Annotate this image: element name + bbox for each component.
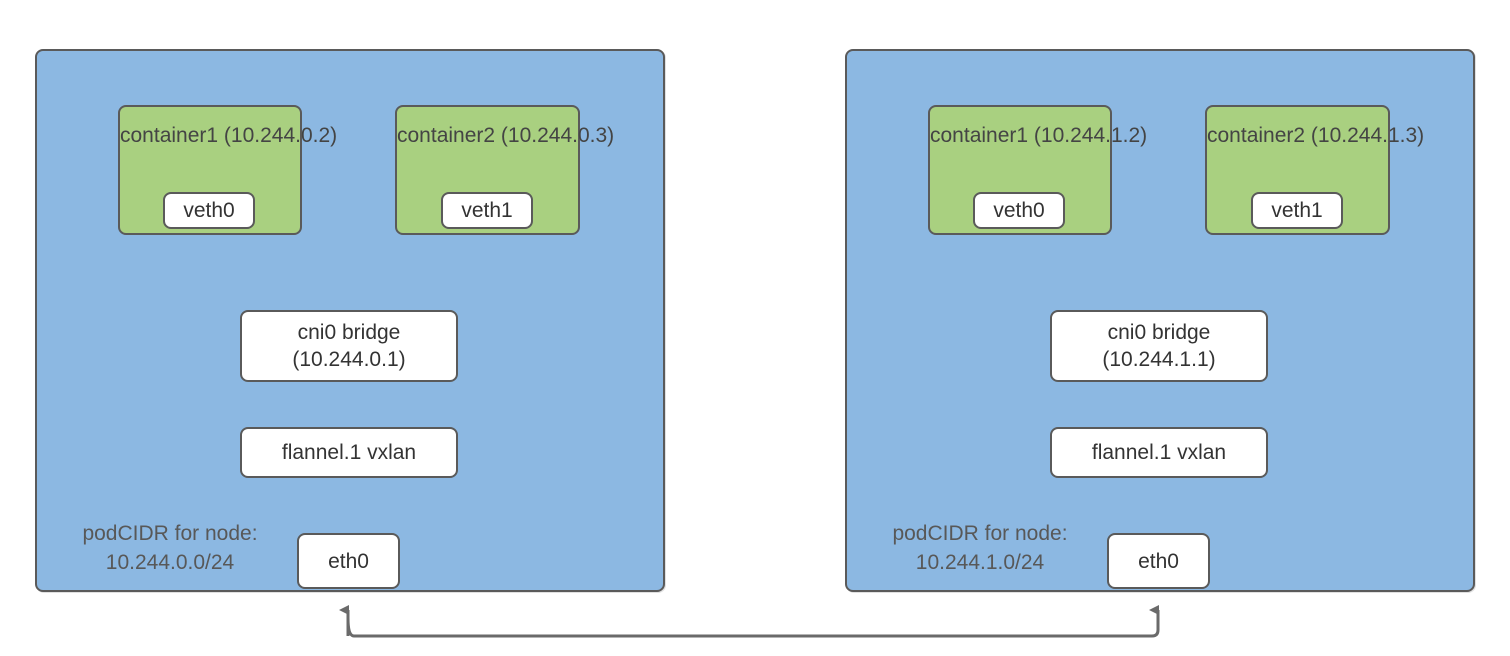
overlay-name: flannel.1 vxlan (1091, 441, 1227, 464)
veth-box-right-veth1[interactable]: veth1 (1251, 192, 1343, 229)
pod-cidr-caption-left: podCIDR for node: 10.244.0.0/24 (55, 519, 285, 577)
container-ip: (10.244.0.3) (500, 124, 615, 147)
bridge-ip: (10.244.1.1) (1102, 348, 1216, 371)
container-name: container1 (930, 124, 1029, 147)
container-ip: (10.244.0.2) (223, 124, 338, 147)
veth-box-left-veth1[interactable]: veth1 (441, 192, 533, 229)
bridge-box-right-cni0[interactable]: cni0 bridge (10.244.1.1) (1050, 310, 1268, 382)
pod-cidr-line2: 10.244.1.0/24 (915, 551, 1045, 574)
pod-cidr-line2: 10.244.0.0/24 (105, 551, 235, 574)
veth-label: veth0 (993, 199, 1045, 222)
container-name: container1 (120, 124, 219, 147)
overlay-box-right-flannel[interactable]: flannel.1 vxlan (1050, 427, 1268, 478)
bridge-name: cni0 bridge (297, 321, 401, 344)
container-ip: (10.244.1.3) (1310, 124, 1425, 147)
veth-label: veth0 (183, 199, 235, 222)
pod-cidr-line1: podCIDR for node: (82, 522, 258, 545)
bridge-name: cni0 bridge (1107, 321, 1211, 344)
veth-box-left-veth0[interactable]: veth0 (163, 192, 255, 229)
container-label: container1 (10.244.0.2) (120, 122, 337, 149)
container-name: container2 (397, 124, 496, 147)
nic-box-left-eth0[interactable]: eth0 (297, 533, 400, 589)
bridge-ip: (10.244.0.1) (292, 348, 406, 371)
nic-name: eth0 (328, 549, 369, 573)
nic-name: eth0 (1138, 549, 1179, 573)
container-name: container2 (1207, 124, 1306, 147)
container-label: container2 (10.244.1.3) (1207, 122, 1424, 149)
container-box-left-container2: container2 (10.244.0.3) (395, 105, 614, 235)
veth-label: veth1 (1271, 199, 1323, 222)
wire-eth0-to-eth0-bus (346, 605, 1160, 638)
container-label: container2 (10.244.0.3) (397, 122, 614, 149)
nic-box-right-eth0[interactable]: eth0 (1107, 533, 1210, 589)
container-ip: (10.244.1.2) (1033, 124, 1148, 147)
container-label: container1 (10.244.1.2) (930, 122, 1147, 149)
overlay-box-left-flannel[interactable]: flannel.1 vxlan (240, 427, 458, 478)
overlay-name: flannel.1 vxlan (281, 441, 417, 464)
veth-box-right-veth0[interactable]: veth0 (973, 192, 1065, 229)
bridge-box-left-cni0[interactable]: cni0 bridge (10.244.0.1) (240, 310, 458, 382)
veth-label: veth1 (461, 199, 513, 222)
pod-cidr-line1: podCIDR for node: (892, 522, 1068, 545)
pod-cidr-caption-right: podCIDR for node: 10.244.1.0/24 (865, 519, 1095, 577)
